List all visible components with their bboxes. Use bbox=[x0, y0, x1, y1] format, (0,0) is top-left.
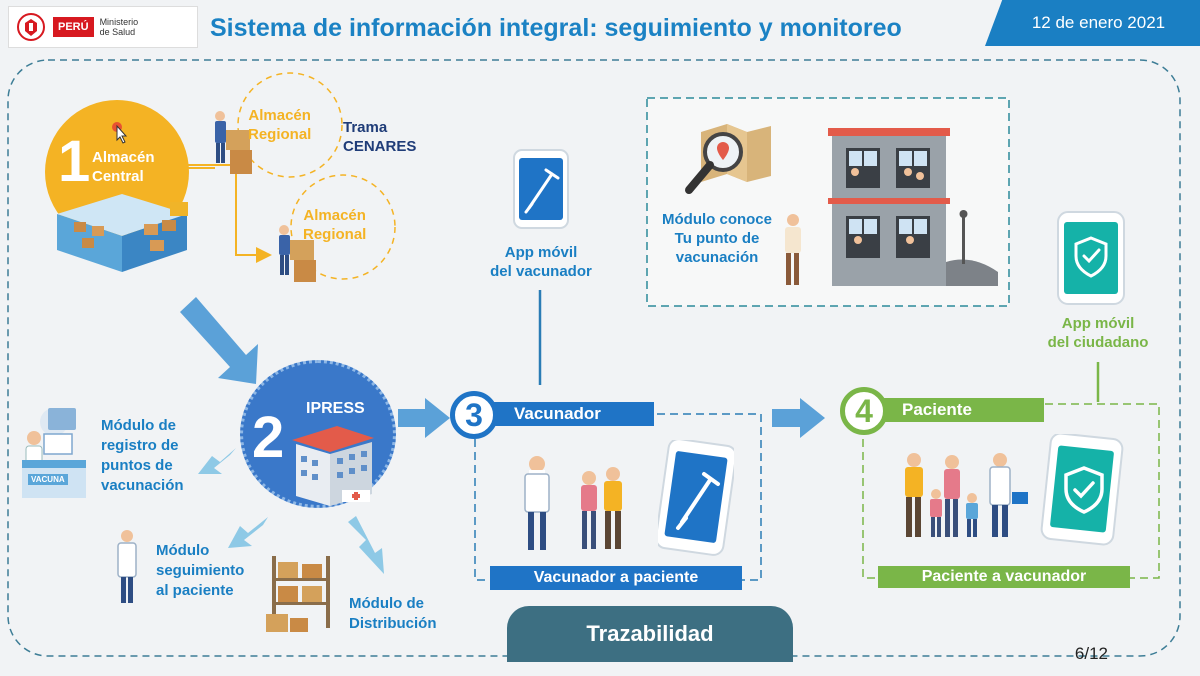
page-number: 6/12 bbox=[1074, 644, 1108, 663]
regional2-circle bbox=[290, 174, 396, 280]
logo-ministry: Ministerio de Salud bbox=[99, 17, 139, 37]
punto-vacunacion-label: Módulo conoce Tu punto de vacunación bbox=[662, 211, 772, 266]
ipress-label: IPRESS bbox=[306, 400, 365, 417]
outer-frame bbox=[7, 59, 1181, 657]
app-ciudadano-label: App móvil del ciudadano bbox=[1047, 315, 1149, 351]
paciente-phone-large-icon bbox=[1040, 432, 1128, 551]
regional1-circle bbox=[237, 72, 343, 178]
modulo-registro-label: Módulo de registro de puntos de vacunaci… bbox=[101, 417, 184, 494]
logo-country: PERÚ bbox=[53, 17, 94, 37]
ciudadano-phone-icon[interactable] bbox=[1056, 210, 1126, 311]
citizen-figure-icon bbox=[780, 212, 806, 293]
page-title: Sistema de información integral: seguimi… bbox=[210, 14, 902, 42]
vacunador-footer: Vacunador a paciente bbox=[490, 566, 742, 590]
warehouse-illustration bbox=[52, 194, 192, 279]
vacunador-banner: Vacunador bbox=[490, 402, 654, 426]
almacen-central-label: Almacén Central bbox=[92, 149, 155, 185]
arrow-ipress-registro bbox=[198, 448, 236, 474]
trama-cenares-label: Trama CENARES bbox=[343, 119, 417, 155]
vacunador-phone-icon[interactable] bbox=[512, 148, 570, 235]
map-search-icon bbox=[683, 120, 773, 207]
worker-boxes-icon-1 bbox=[208, 108, 256, 183]
date-badge: 12 de enero 2021 bbox=[985, 0, 1200, 46]
arrow-ipress-seguimiento bbox=[228, 517, 268, 548]
kiosk-text: VACUNA bbox=[28, 474, 68, 485]
arrow-almacen-ipress bbox=[180, 297, 258, 384]
paciente-footer: Paciente a vacunador bbox=[878, 566, 1130, 588]
vacunador-people-illustration bbox=[515, 452, 643, 559]
ipress-number: 2 bbox=[252, 405, 285, 470]
modulo-seguimiento-label: Módulo seguimiento al paciente bbox=[156, 542, 245, 599]
ministry-logo: PERÚ Ministerio de Salud bbox=[8, 6, 198, 48]
arrow-ipress-vacunador bbox=[398, 398, 450, 438]
almacen-number: 1 bbox=[58, 129, 91, 194]
shelves-boxes-icon bbox=[264, 552, 340, 643]
almacen-regional-1-label: Almacén Regional bbox=[248, 107, 312, 143]
arrow-vacunador-paciente bbox=[772, 398, 825, 438]
vacunador-number: 3 bbox=[450, 391, 498, 439]
paciente-banner: Paciente bbox=[878, 398, 1044, 422]
app-vacunador-label: App móvil del vacunador bbox=[490, 244, 592, 280]
hospital-building-icon bbox=[292, 420, 378, 513]
worker-boxes-icon-2 bbox=[272, 222, 320, 289]
apartment-building-illustration bbox=[822, 122, 1002, 295]
doctor-figure-icon bbox=[112, 528, 142, 615]
peru-shield-icon bbox=[15, 11, 47, 43]
almacen-regional-2-label: Almacén Regional bbox=[303, 207, 367, 243]
modulo-distribucion-label: Módulo de Distribución bbox=[349, 595, 437, 632]
cursor-icon bbox=[111, 122, 129, 149]
paciente-number: 4 bbox=[840, 387, 888, 435]
trazabilidad-tab: Trazabilidad bbox=[507, 606, 793, 662]
registro-kiosk-illustration bbox=[14, 402, 94, 507]
family-doctor-illustration bbox=[900, 450, 1036, 545]
vacunador-phone-large-icon bbox=[654, 438, 738, 561]
arrow-ipress-distribucion bbox=[348, 516, 384, 574]
